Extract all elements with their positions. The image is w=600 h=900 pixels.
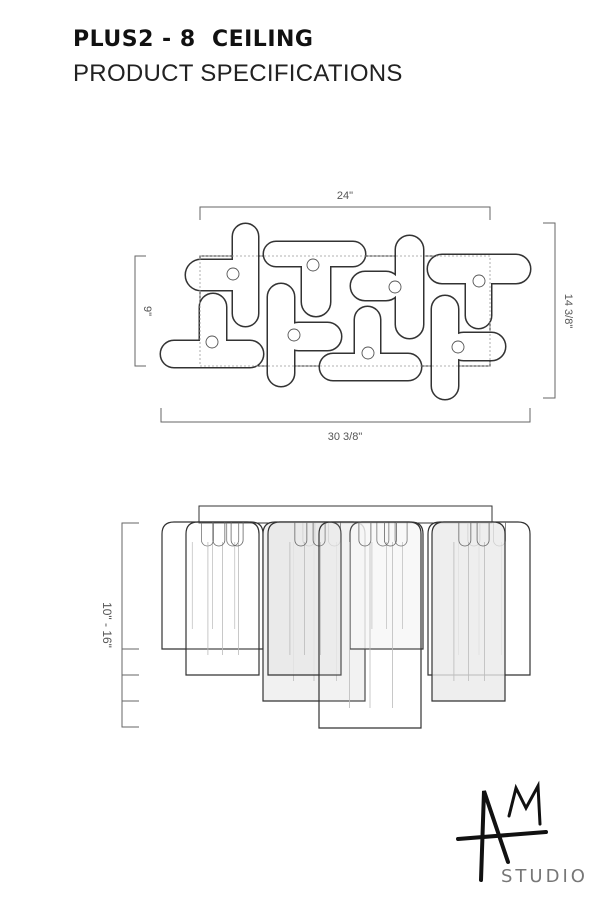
am-studio-logo <box>456 780 548 882</box>
product-title: PLUS2 - 8 CEILING <box>73 27 314 52</box>
t-shade-8 <box>450 333 505 360</box>
top-view-dimensions <box>134 206 556 423</box>
tube-slot <box>294 522 308 547</box>
socket-circle <box>472 274 486 288</box>
tube-slot <box>358 522 372 547</box>
page-subtitle: PRODUCT SPECIFICATIONS <box>73 60 403 87</box>
t-shade-2 <box>302 250 330 316</box>
t-shade-7 <box>320 354 421 380</box>
mounting-plate <box>198 505 493 524</box>
t-shade-1 <box>186 260 250 290</box>
socket-circle <box>226 267 240 281</box>
socket-circle <box>388 280 402 294</box>
tube-slot <box>230 522 244 547</box>
socket-circle <box>306 258 320 272</box>
socket-circle <box>361 346 375 360</box>
tube-slot <box>376 522 390 547</box>
t-shade-3 <box>396 236 423 338</box>
label-height-range: 10" - 16" <box>100 602 114 648</box>
label-overall-depth: 14 3/8" <box>562 294 574 329</box>
dim-line-overall-depth <box>543 222 556 399</box>
t-shade-6 <box>268 284 294 386</box>
label-canopy-depth: 9" <box>141 306 153 316</box>
t-shade-8 <box>432 296 458 399</box>
side-view-shades <box>161 521 531 729</box>
dim-line-overall-width <box>160 408 531 423</box>
dim-line-canopy-depth <box>134 255 146 367</box>
tube-slot <box>226 522 240 547</box>
tube-slot <box>201 522 214 547</box>
tube-slot <box>212 522 226 547</box>
side-view-dimensions <box>121 522 139 728</box>
top-view-shades <box>159 222 532 401</box>
tube-slot <box>394 522 408 547</box>
socket-circle <box>451 340 465 354</box>
t-shade-7 <box>355 307 380 367</box>
logo-studio-text: STUDIO <box>501 866 588 887</box>
label-canopy-width: 24" <box>337 190 353 202</box>
dim-line-canopy-width <box>199 206 491 220</box>
t-shade-5 <box>200 294 226 354</box>
t-shade-3 <box>351 272 400 300</box>
socket-circle <box>205 335 219 349</box>
tube-slot <box>384 522 397 547</box>
t-shade-6 <box>285 323 341 350</box>
tube-slot <box>476 522 490 547</box>
tube-slot <box>458 522 472 547</box>
label-overall-width: 30 3/8" <box>328 431 363 443</box>
t-shade-5 <box>161 341 263 367</box>
socket-circle <box>287 328 301 342</box>
canopy-hidden-lines <box>199 255 491 367</box>
t-shade-4 <box>466 265 491 328</box>
